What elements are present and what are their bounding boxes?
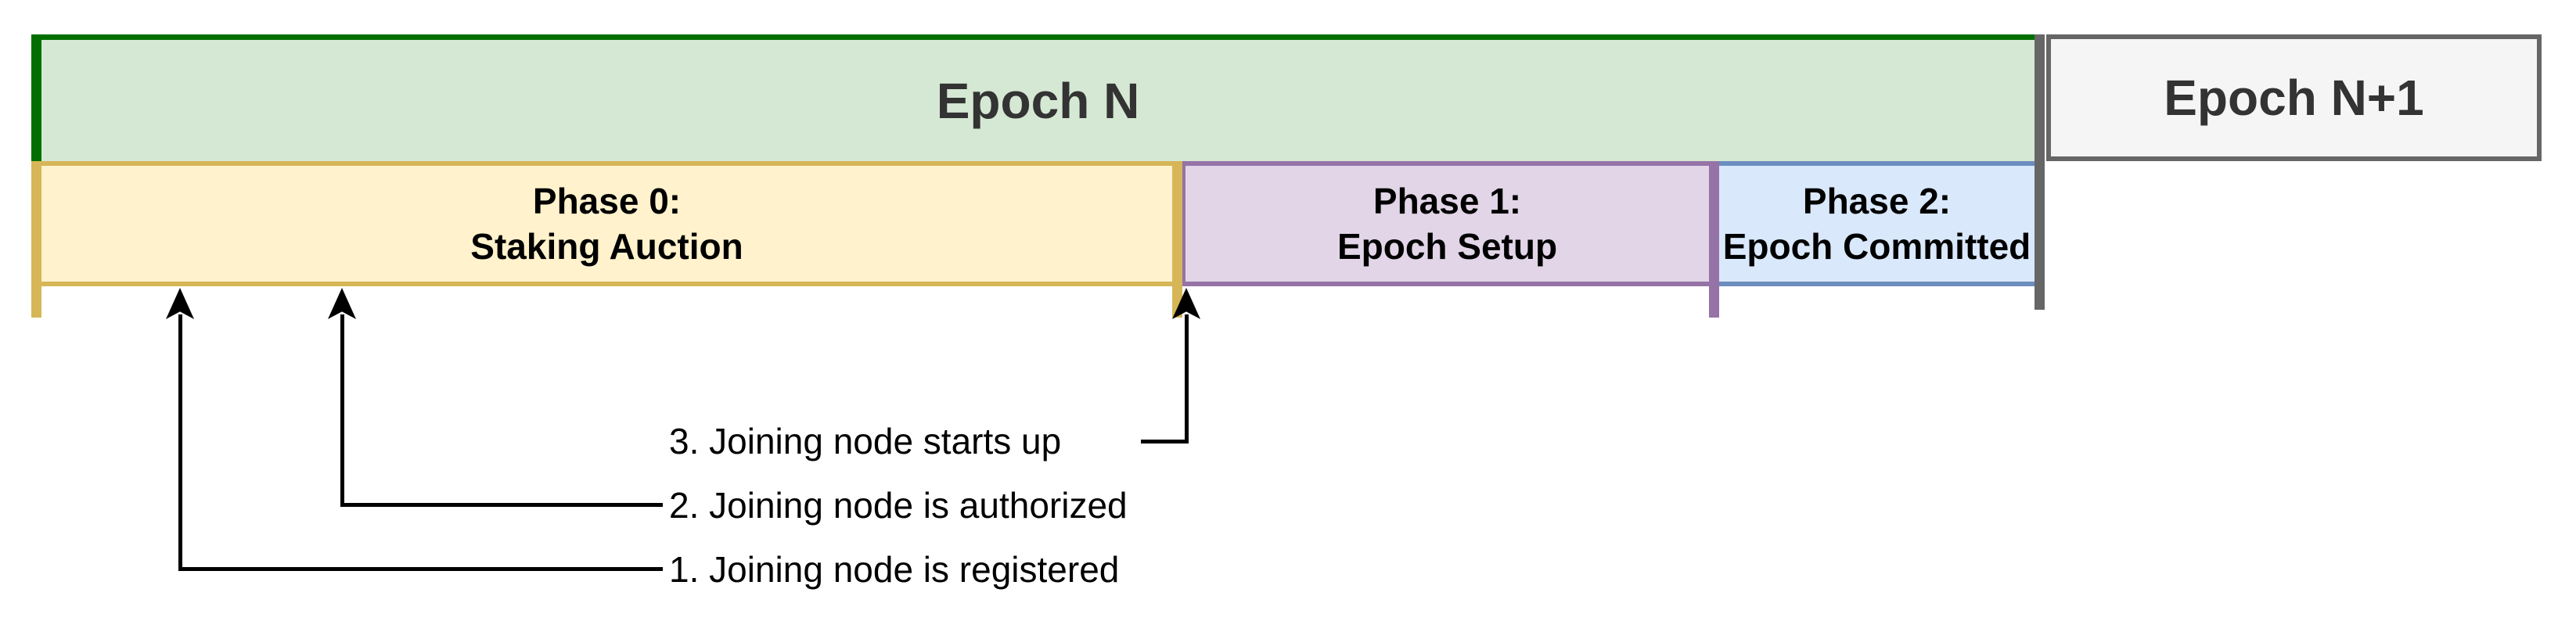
epoch-n-label: Epoch N — [936, 72, 1140, 129]
epoch-n-plus-1-box: Epoch N+1 — [2046, 34, 2542, 161]
event-label-authorized: 2. Joining node is authorized — [669, 485, 1128, 526]
epoch-n-box: Epoch N — [41, 34, 2035, 161]
connector-line-1 — [178, 314, 182, 571]
connector-line-2 — [340, 314, 344, 507]
epoch-start-milestone-marker — [31, 34, 41, 161]
phase0-title: Phase 0: — [532, 181, 682, 221]
phase0-start-milestone-marker — [31, 161, 41, 318]
connector-line-3-horizontal — [1141, 440, 1189, 443]
connector-line-1-horizontal — [178, 567, 663, 571]
epoch-boundary-divider — [2035, 34, 2045, 310]
phase2-subtitle: Epoch Committed — [1722, 226, 2031, 267]
phase0-end-milestone-marker — [1172, 161, 1182, 318]
phase0-subtitle: Staking Auction — [470, 226, 743, 267]
event-label-starts-up: 3. Joining node starts up — [669, 421, 1062, 461]
connector-line-3 — [1185, 314, 1189, 443]
phase0-box: Phase 0: Staking Auction — [41, 161, 1172, 286]
phase1-subtitle: Epoch Setup — [1337, 226, 1558, 267]
connector-line-2-horizontal — [340, 503, 663, 507]
phase1-title: Phase 1: — [1373, 181, 1522, 221]
epoch-n-plus-1-label: Epoch N+1 — [2164, 70, 2424, 126]
phase1-box: Phase 1: Epoch Setup — [1182, 161, 1709, 286]
event-label-registered: 1. Joining node is registered — [669, 549, 1120, 590]
phase2-box: Phase 2: Epoch Committed — [1719, 161, 2035, 286]
phase1-end-milestone-marker — [1709, 161, 1719, 318]
phase2-title: Phase 2: — [1802, 181, 1952, 221]
